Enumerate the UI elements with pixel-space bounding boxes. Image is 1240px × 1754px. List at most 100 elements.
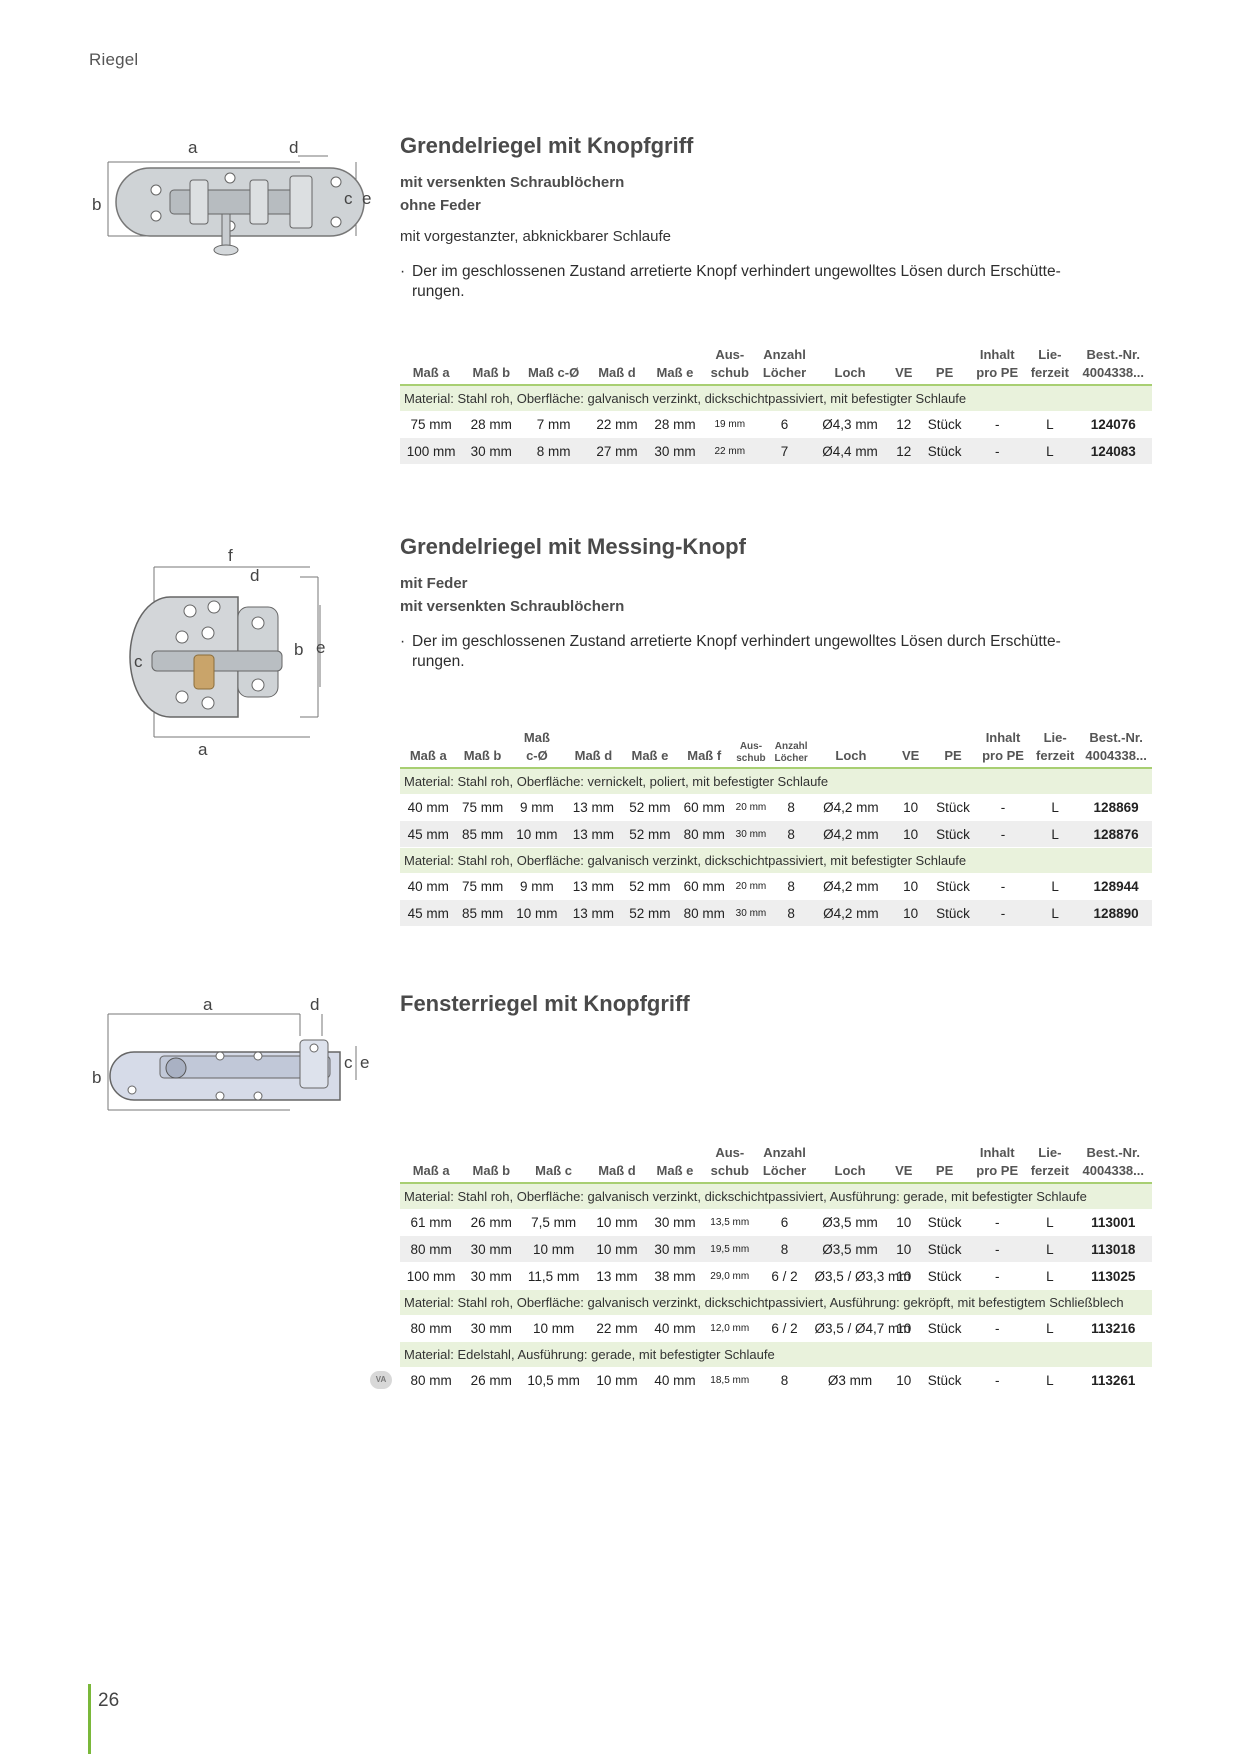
table-cell: 29,0 mm: [702, 1262, 757, 1290]
table-cell: 80 mm: [400, 1315, 463, 1342]
dim-label-b: b: [92, 1068, 101, 1087]
column-header-line: schub: [710, 1163, 749, 1178]
column-header-line: pro PE: [976, 365, 1019, 380]
table-cell: 40 mm: [400, 873, 457, 900]
table-cell: 26 mm: [462, 1209, 521, 1236]
column-header: Maß a: [400, 1144, 463, 1184]
column-header: PE: [919, 1144, 970, 1184]
table-cell: 40 mm: [647, 1367, 703, 1394]
column-header-line: Lie-: [1038, 1145, 1062, 1160]
table-cell: 12,0 mm: [702, 1315, 757, 1342]
table-cell: 22 mm: [586, 411, 648, 438]
table-cell: 8: [771, 899, 811, 927]
column-header: PE: [919, 346, 970, 386]
table-cell: 8: [756, 1367, 813, 1394]
column-header-line: 4004338...: [1082, 1163, 1144, 1178]
dim-label-c: c: [344, 189, 353, 208]
column-header-line: Löcher: [774, 753, 808, 764]
dim-label-a: a: [203, 996, 213, 1014]
material-label: Material: Stahl roh, Oberfläche: galvani…: [400, 847, 1152, 873]
table-cell: 52 mm: [621, 820, 679, 848]
column-header-line: schub: [736, 753, 766, 764]
table-cell: 38 mm: [647, 1262, 703, 1290]
material-row: Material: Edelstahl, Ausführung: gerade,…: [400, 1341, 1152, 1367]
table-cell: Stück: [919, 1235, 970, 1263]
product-image: a d b c e: [90, 996, 382, 1118]
table-cell: Ø4,2 mm: [810, 899, 892, 927]
order-number: 113018: [1074, 1235, 1152, 1263]
table-cell: L: [1030, 794, 1081, 821]
table-cell: 10 mm: [520, 1235, 587, 1263]
table-cell: -: [969, 1315, 1026, 1342]
table-cell: 12: [887, 437, 920, 465]
table-cell: L: [1025, 1209, 1075, 1236]
column-header: Maß a: [400, 346, 463, 386]
column-header: Maß c: [520, 1144, 587, 1184]
column-header-line: Anzahl: [763, 1145, 806, 1160]
table-cell: 19 mm: [702, 411, 757, 438]
table-cell: -: [969, 437, 1026, 465]
table-cell: 10: [887, 1262, 920, 1290]
table-cell: 6: [756, 1209, 813, 1236]
column-header-line: ferzeit: [1030, 365, 1069, 380]
column-header-line: schub: [710, 365, 749, 380]
table-cell: 80 mm: [678, 820, 731, 848]
table-cell: 27 mm: [586, 437, 648, 465]
column-header-line: pro PE: [982, 748, 1024, 763]
column-header: Loch: [812, 346, 888, 386]
table-cell: 10: [891, 899, 931, 927]
table-cell: 9 mm: [508, 794, 566, 821]
column-header-line: Maß b: [472, 365, 511, 380]
material-label: Material: Stahl roh, Oberfläche: galvani…: [400, 1289, 1152, 1315]
table-cell: 30 mm: [647, 437, 703, 465]
table-cell: Ø4,3 mm: [812, 411, 888, 438]
column-header-line: ferzeit: [1030, 1163, 1069, 1178]
order-number: 128890: [1080, 899, 1152, 927]
table-cell: -: [975, 794, 1031, 821]
table-cell: 8: [771, 820, 811, 848]
column-header-line: Inhalt: [985, 730, 1021, 745]
column-header-line: PE: [935, 365, 954, 380]
bullet-text: Der im geschlossenen Zustand arretierte …: [412, 263, 1061, 280]
material-row: Material: Stahl roh, Oberfläche: vernick…: [400, 768, 1152, 794]
table-cell: Ø3 mm: [812, 1367, 888, 1394]
dim-label-b: b: [294, 640, 303, 659]
table-cell: 10 mm: [586, 1209, 648, 1236]
column-header-line: Maß f: [687, 748, 722, 763]
table-cell: Stück: [919, 1209, 970, 1236]
order-number: 113261: [1074, 1367, 1152, 1394]
table-cell: -: [969, 1367, 1026, 1394]
column-header-line: Loch: [834, 1163, 866, 1178]
column-header-line: Inhalt: [979, 347, 1015, 362]
product-title: Fensterriegel mit Knopfgriff: [400, 991, 690, 1016]
column-header-line: 4004338...: [1085, 748, 1147, 763]
table-cell: Ø3,5 mm: [812, 1235, 888, 1263]
column-header: Maß b: [462, 1144, 521, 1184]
column-header: Lie-ferzeit: [1025, 1144, 1075, 1184]
table-cell: 85 mm: [456, 820, 509, 848]
column-header-line: Maß a: [412, 1163, 450, 1178]
table-cell: Ø4,2 mm: [810, 794, 892, 821]
table-cell: 13 mm: [586, 1262, 648, 1290]
column-header-line: Aus-: [715, 1145, 745, 1160]
table-cell: Ø4,4 mm: [812, 437, 888, 465]
table-cell: 8: [771, 794, 811, 821]
dim-label-d: d: [250, 566, 259, 585]
column-header: VE: [887, 346, 920, 386]
table-cell: 28 mm: [647, 411, 703, 438]
table-cell: L: [1030, 873, 1081, 900]
material-row: Material: Stahl roh, Oberfläche: galvani…: [400, 1289, 1152, 1315]
table-cell: 13 mm: [565, 820, 622, 848]
table-cell: 20 mm: [730, 794, 772, 821]
table-cell: 100 mm: [400, 437, 463, 465]
column-header: Maß e: [647, 1144, 703, 1184]
